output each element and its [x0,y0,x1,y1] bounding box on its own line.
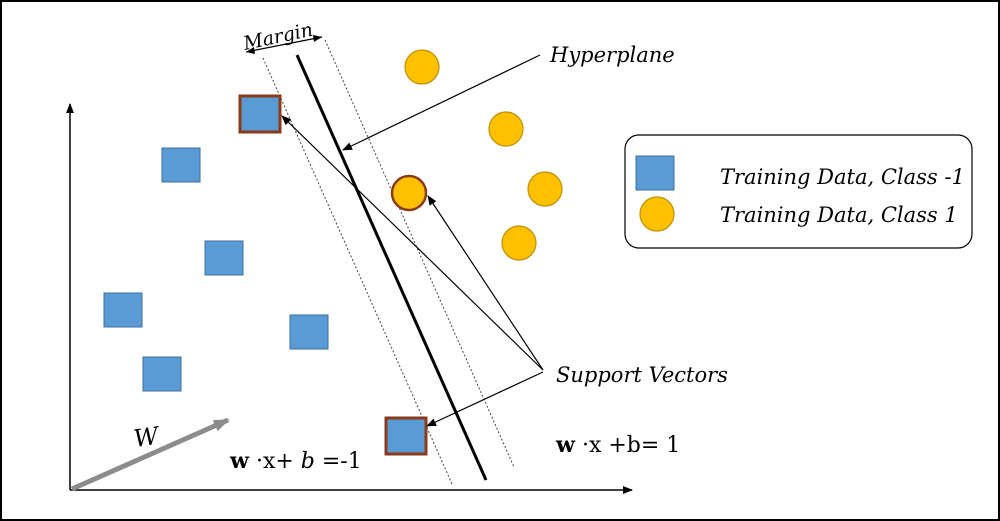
legend-label-class-pos: Training Data, Class 1 [720,203,958,227]
equation-positive-boundary: w ·x +b= 1 [555,432,680,458]
class-neg-square [142,356,182,392]
support-vectors-label: Support Vectors [556,363,728,387]
w-vector-arrow [70,417,230,492]
class-neg-square [161,147,201,183]
class-pos-circle [501,225,537,261]
eq-neg-dot-x: ·x+ [249,449,301,474]
support-vector-circle [390,174,428,212]
legend: Training Data, Class -1 Training Data, C… [624,134,973,249]
legend-circle-swatch [639,196,675,232]
equation-negative-boundary: w ·x+ b =-1 [229,448,362,474]
eq-pos-w: w [555,432,576,458]
hyperplane-pointer-arrow [342,54,541,151]
class-pos-circle [488,111,524,147]
support-vector-square [238,94,282,134]
legend-box [624,134,973,249]
support-vector-arrow-circle [427,195,544,371]
margin-arrowhead-right [313,35,322,42]
legend-square-swatch [635,155,675,191]
class-neg-points [103,94,428,456]
class-neg-square [204,240,244,276]
class-neg-square [289,314,329,350]
margin-boundary-positive [324,39,515,468]
eq-neg-b: b [301,449,315,474]
class-pos-circle [404,49,440,85]
hyperplane-label: Hyperplane [549,43,675,67]
class-pos-circle [527,171,563,207]
class-neg-square [103,292,143,328]
legend-label-class-neg: Training Data, Class -1 [720,165,965,189]
eq-neg-rest: =-1 [315,449,362,474]
hyperplane-line [295,54,488,481]
class-pos-points [390,49,563,261]
support-vector-arrow-top-square [281,115,544,371]
eq-pos-rest: ·x +b= 1 [575,433,680,458]
support-vector-square [384,416,428,456]
margin-arrowhead-left [246,47,255,54]
eq-neg-w: w [229,448,250,474]
margin-width-arrow [245,36,323,53]
support-vector-arrow-bottom-square [426,371,544,427]
